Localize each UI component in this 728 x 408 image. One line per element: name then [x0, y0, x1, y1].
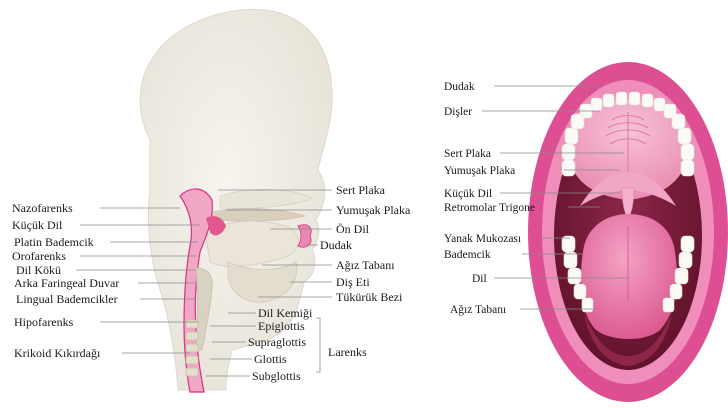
open-mouth-illustration: [528, 62, 728, 402]
label-r-yumusak-plaka: Yumuşak Plaka: [444, 165, 515, 177]
label-dil-kemigi: Dil Kemiği: [258, 306, 313, 320]
label-subglottis: Subglottis: [252, 369, 301, 383]
label-nazofarenks: Nazofarenks: [12, 201, 73, 215]
tongue: [581, 214, 677, 339]
label-on-dil: Ön Dil: [336, 222, 370, 236]
label-yumusak-plaka: Yumuşak Plaka: [336, 203, 411, 217]
label-dudak: Dudak: [320, 238, 352, 252]
label-agiz-tabani: Ağız Tabanı: [336, 258, 395, 272]
label-lingual-bademcikler: Lingual Bademcikler: [16, 292, 118, 306]
label-r-yanak-mukozasi: Yanak Mukozası: [444, 233, 521, 245]
right-labels: Dudak Dişler Sert Plaka Yumuşak Plaka Kü…: [444, 81, 535, 316]
label-sert-plaka: Sert Plaka: [336, 183, 386, 197]
label-r-sert-plaka: Sert Plaka: [444, 148, 491, 160]
label-r-bademcik: Bademcik: [444, 249, 491, 261]
label-r-retromolar-trigone: Retromolar Trigone: [444, 202, 535, 214]
label-epiglottis: Epiglottis: [258, 319, 305, 333]
label-kucuk-dil: Küçük Dil: [12, 218, 63, 232]
label-larenks: Larenks: [328, 345, 367, 359]
label-glottis: Glottis: [254, 352, 287, 366]
label-r-disler: Dişler: [444, 106, 472, 118]
label-orofarenks: Orofarenks: [12, 249, 66, 263]
label-tukuruk-bezi: Tükürük Bezi: [336, 290, 403, 304]
label-platin-bademcik: Platin Bademcik: [14, 235, 94, 249]
label-dis-eti: Diş Eti: [336, 275, 370, 289]
label-r-agiz-tabani: Ağız Tabanı: [450, 304, 506, 316]
label-hipofarenks: Hipofarenks: [14, 315, 74, 329]
label-arka-faringeal-duvar: Arka Faringeal Duvar: [14, 276, 119, 290]
label-r-kucuk-dil: Küçük Dil: [444, 188, 492, 200]
label-krikoid-kikirdagi: Krikoid Kıkırdağı: [14, 346, 101, 360]
label-supraglottis: Supraglottis: [248, 335, 306, 349]
label-dil-koku: Dil Kökü: [16, 263, 61, 277]
label-r-dil: Dil: [472, 273, 487, 285]
label-r-dudak: Dudak: [444, 81, 475, 93]
